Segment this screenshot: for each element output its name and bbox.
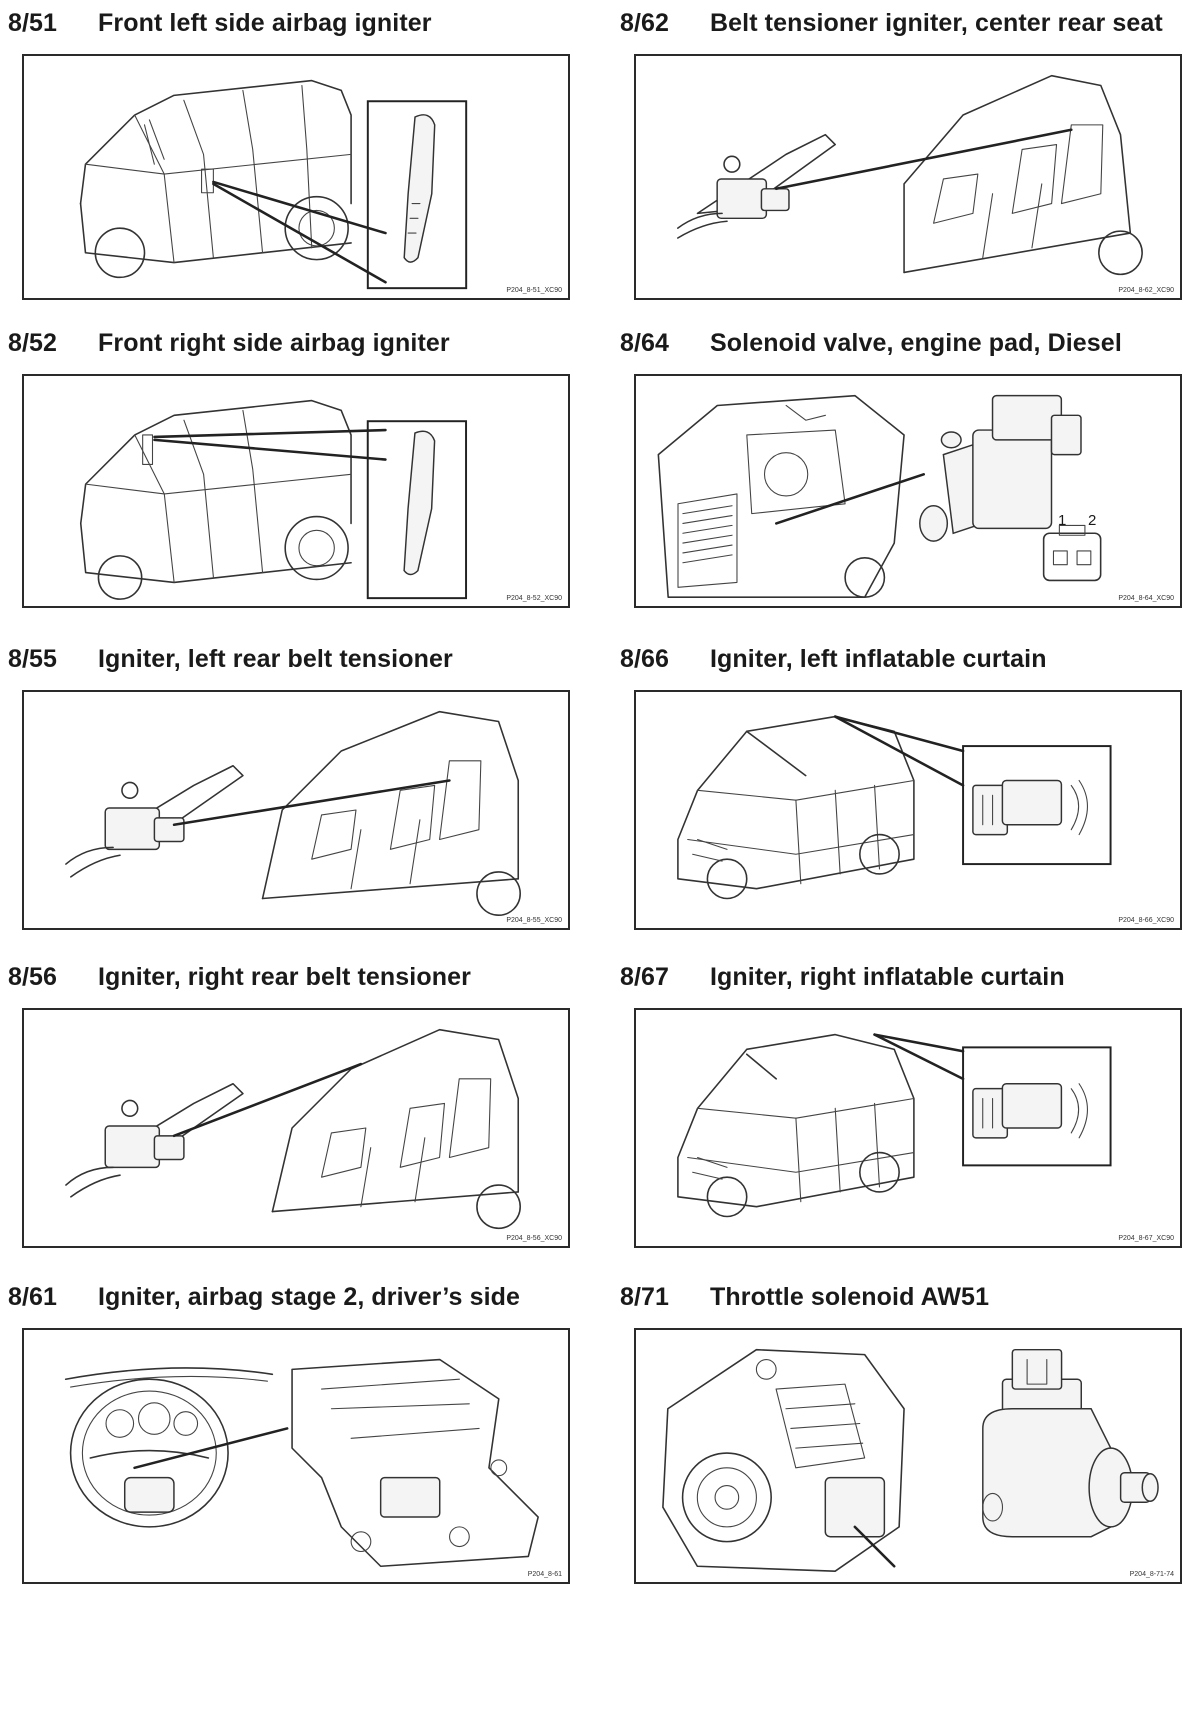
illustration-panel: P204_8-71-74 bbox=[634, 1328, 1182, 1584]
item-title: Front left side airbag igniter bbox=[98, 8, 432, 37]
car-side-airbag-illustration bbox=[79, 399, 468, 600]
item-code: 8/66 bbox=[620, 644, 670, 673]
illustration-panel: P204_8-67_XC90 bbox=[634, 1008, 1182, 1248]
item-title: Solenoid valve, engine pad, Diesel bbox=[710, 328, 1122, 357]
item-8-61: 8/61 Igniter, airbag stage 2, driver’s s… bbox=[8, 1274, 570, 1584]
item-heading: 8/61 Igniter, airbag stage 2, driver’s s… bbox=[8, 1274, 568, 1320]
figure-reference: P204_8-71-74 bbox=[1129, 1571, 1174, 1578]
inflatable-curtain-illustration bbox=[677, 715, 1112, 900]
engine-solenoid-illustration bbox=[657, 394, 1102, 598]
belt-tensioner-illustration bbox=[677, 74, 1143, 276]
illustration-panel: P204_8-66_XC90 bbox=[634, 690, 1182, 930]
item-title: Igniter, left rear belt tensioner bbox=[98, 644, 453, 673]
item-title: Throttle solenoid AW51 bbox=[710, 1282, 990, 1311]
figure-reference: P204_8-56_XC90 bbox=[506, 1235, 562, 1242]
belt-tensioner-illustration bbox=[65, 710, 521, 917]
illustration-panel: P204_8-56_XC90 bbox=[22, 1008, 570, 1248]
illustration-panel: P204_8-55_XC90 bbox=[22, 690, 570, 930]
item-8-71: 8/71 Throttle solenoid AW51 P204_8-71-74 bbox=[620, 1274, 1182, 1584]
item-heading: 8/64 Solenoid valve, engine pad, Diesel bbox=[620, 320, 1180, 366]
item-code: 8/64 bbox=[620, 328, 670, 357]
belt-tensioner-illustration bbox=[65, 1028, 521, 1230]
figure-reference: P204_8-67_XC90 bbox=[1118, 1235, 1174, 1242]
item-heading: 8/55 Igniter, left rear belt tensioner bbox=[8, 636, 568, 682]
item-title: Igniter, airbag stage 2, driver’s side bbox=[98, 1282, 521, 1311]
item-8-55: 8/55 Igniter, left rear belt tensioner P… bbox=[8, 636, 570, 930]
item-heading: 8/62 Belt tensioner igniter, center rear… bbox=[620, 0, 1180, 46]
item-code: 8/56 bbox=[8, 962, 58, 991]
item-heading: 8/56 Igniter, right rear belt tensioner bbox=[8, 954, 568, 1000]
figure-reference: P204_8-64_XC90 bbox=[1118, 595, 1174, 602]
item-title: Igniter, left inflatable curtain bbox=[710, 644, 1047, 673]
item-heading: 8/67 Igniter, right inflatable curtain bbox=[620, 954, 1180, 1000]
item-8-52: 8/52 Front right side airbag igniter P20… bbox=[8, 320, 570, 608]
illustration-panel: 1 2 P204_8-64_XC90 bbox=[634, 374, 1182, 608]
item-code: 8/52 bbox=[8, 328, 58, 357]
connector-pin-2: 2 bbox=[1088, 512, 1097, 529]
figure-reference: P204_8-66_XC90 bbox=[1118, 917, 1174, 924]
item-title: Igniter, right inflatable curtain bbox=[710, 962, 1065, 991]
inflatable-curtain-illustration bbox=[677, 1033, 1112, 1218]
item-title: Belt tensioner igniter, center rear seat bbox=[710, 8, 1163, 37]
steering-wheel-airbag-illustration bbox=[64, 1358, 539, 1568]
item-code: 8/67 bbox=[620, 962, 670, 991]
item-8-64: 8/64 Solenoid valve, engine pad, Diesel … bbox=[620, 320, 1182, 608]
figure-reference: P204_8-55_XC90 bbox=[506, 917, 562, 924]
illustration-panel: P204_8-62_XC90 bbox=[634, 54, 1182, 300]
figure-reference: P204_8-52_XC90 bbox=[506, 595, 562, 602]
illustration-panel: P204_8-51_XC90 bbox=[22, 54, 570, 300]
transmission-solenoid-illustration bbox=[662, 1348, 1159, 1572]
item-8-56: 8/56 Igniter, right rear belt tensioner … bbox=[8, 954, 570, 1248]
figure-reference: P204_8-62_XC90 bbox=[1118, 287, 1174, 294]
item-heading: 8/51 Front left side airbag igniter bbox=[8, 0, 568, 46]
item-8-66: 8/66 Igniter, left inflatable curtain P2… bbox=[620, 636, 1182, 930]
item-8-62: 8/62 Belt tensioner igniter, center rear… bbox=[620, 0, 1182, 300]
figure-reference: P204_8-51_XC90 bbox=[506, 287, 562, 294]
illustration-panel: P204_8-52_XC90 bbox=[22, 374, 570, 608]
connector-pin-1: 1 bbox=[1058, 512, 1067, 529]
item-title: Igniter, right rear belt tensioner bbox=[98, 962, 471, 991]
item-8-67: 8/67 Igniter, right inflatable curtain P… bbox=[620, 954, 1182, 1248]
item-code: 8/62 bbox=[620, 8, 670, 37]
item-title: Front right side airbag igniter bbox=[98, 328, 450, 357]
item-heading: 8/71 Throttle solenoid AW51 bbox=[620, 1274, 1180, 1320]
item-code: 8/51 bbox=[8, 8, 58, 37]
item-code: 8/61 bbox=[8, 1282, 58, 1311]
figure-reference: P204_8-61 bbox=[527, 1571, 562, 1578]
item-code: 8/55 bbox=[8, 644, 58, 673]
item-heading: 8/52 Front right side airbag igniter bbox=[8, 320, 568, 366]
illustration-panel: P204_8-61 bbox=[22, 1328, 570, 1584]
car-side-airbag-illustration bbox=[79, 79, 468, 290]
item-heading: 8/66 Igniter, left inflatable curtain bbox=[620, 636, 1180, 682]
item-8-51: 8/51 Front left side airbag igniter P204… bbox=[8, 0, 570, 300]
item-code: 8/71 bbox=[620, 1282, 670, 1311]
